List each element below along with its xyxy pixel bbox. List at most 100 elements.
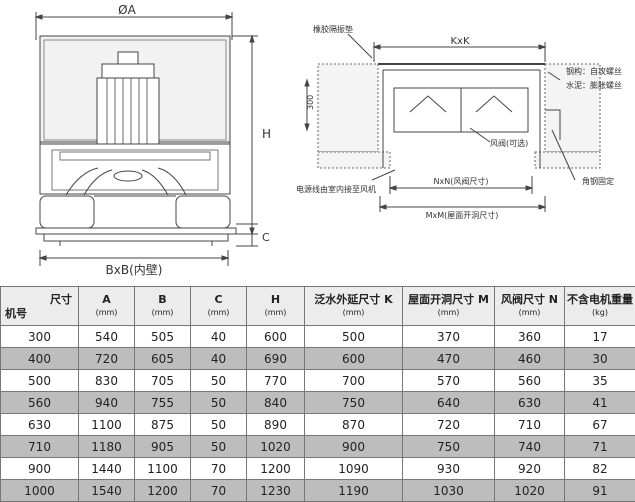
table-cell: 1200 [246, 457, 305, 480]
table-cell: 740 [494, 435, 565, 458]
table-cell: 35 [564, 369, 635, 392]
dim-c-label: C [262, 231, 270, 244]
table-cell: 370 [402, 325, 495, 348]
column-header-unit: (mm) [518, 308, 541, 317]
table-cell: 705 [134, 369, 191, 392]
table-cell: 690 [246, 347, 305, 370]
column-header: 风阀尺寸 N(mm) [494, 286, 565, 326]
table-cell: 600 [246, 325, 305, 348]
damper-note: 风阀(可选) [490, 138, 528, 148]
table-cell: 600 [304, 347, 403, 370]
table-cell: 540 [78, 325, 135, 348]
table-cell: 630 [494, 391, 565, 414]
table-cell: 840 [246, 391, 305, 414]
corner-size: 尺寸 [50, 293, 72, 306]
dim-bxb-label: BxB(内壁) [106, 262, 163, 277]
table-cell: 17 [564, 325, 635, 348]
table-cell: 470 [402, 347, 495, 370]
column-header-label: A [102, 293, 111, 306]
table-cell: 1020 [494, 479, 565, 502]
table-cell: 1230 [246, 479, 305, 502]
table-cell: 460 [494, 347, 565, 370]
table-cell: 605 [134, 347, 191, 370]
cable-note: 电源线由室内接至风机 [296, 184, 376, 194]
column-header-unit: (mm) [437, 308, 460, 317]
column-header-unit: (mm) [95, 308, 118, 317]
table-cell: 930 [402, 457, 495, 480]
table-cell: 630 [0, 413, 79, 436]
column-header-unit: (kg) [592, 308, 608, 317]
table-cell: 30 [564, 347, 635, 370]
table-cell: 91 [564, 479, 635, 502]
table-cell: 920 [494, 457, 565, 480]
table-cell: 640 [402, 391, 495, 414]
column-header: B (mm) [134, 286, 191, 326]
column-header-label: C [214, 293, 223, 306]
table-cell: 890 [246, 413, 305, 436]
table-cell: 870 [304, 413, 403, 436]
installation-section [304, 33, 601, 212]
table-cell: 560 [494, 369, 565, 392]
table-cell: 770 [246, 369, 305, 392]
table-cell: 720 [402, 413, 495, 436]
table-cell: 1190 [304, 479, 403, 502]
table-cell: 750 [304, 391, 403, 414]
table-cell: 1100 [134, 457, 191, 480]
column-header-unit: (mm) [264, 308, 287, 317]
column-header-label: B [158, 293, 167, 306]
table-cell: 500 [304, 325, 403, 348]
table-cell: 560 [0, 391, 79, 414]
dim-300-label: 300 [306, 95, 315, 110]
table-cell: 1200 [134, 479, 191, 502]
dim-kxk-label: KxK [450, 36, 469, 47]
table-cell: 1030 [402, 479, 495, 502]
table-cell: 300 [0, 325, 79, 348]
header-row: 机号 尺寸 A(mm)B(mm)C(mm)H(mm)泛水外延尺寸 K(mm)屋面… [0, 286, 635, 326]
dim-h-label: H [262, 127, 271, 141]
table-cell: 1000 [0, 479, 79, 502]
column-header: 泛水外延尺寸 K(mm) [304, 286, 403, 326]
table-cell: 67 [564, 413, 635, 436]
table-cell: 71 [564, 435, 635, 458]
table-cell: 905 [134, 435, 191, 458]
table-cell: 1440 [78, 457, 135, 480]
table-cell: 400 [0, 347, 79, 370]
dim-nxn-label: NxN(风阀尺寸) [434, 176, 489, 186]
table-cell: 900 [0, 457, 79, 480]
table-cell: 500 [0, 369, 79, 392]
table-cell: 70 [190, 479, 247, 502]
table-cell: 40 [190, 325, 247, 348]
fan-elevation [34, 12, 258, 266]
table-cell: 50 [190, 391, 247, 414]
spec-table-header: 机号 尺寸 A(mm)B(mm)C(mm)H(mm)泛水外延尺寸 K(mm)屋面… [0, 286, 635, 326]
table-cell: 1090 [304, 457, 403, 480]
table-cell: 82 [564, 457, 635, 480]
column-header: C(mm) [190, 286, 247, 326]
table-cell: 750 [402, 435, 495, 458]
table-cell: 40 [190, 347, 247, 370]
column-header: A (mm) [78, 286, 135, 326]
table-cell: 875 [134, 413, 191, 436]
gasket-note: 橡胶隔振垫 [313, 24, 353, 34]
table-cell: 755 [134, 391, 191, 414]
column-header-unit: (mm) [151, 308, 174, 317]
table-cell: 720 [78, 347, 135, 370]
table-cell: 50 [190, 369, 247, 392]
dim-a-label: ØA [118, 3, 136, 17]
table-cell: 50 [190, 435, 247, 458]
column-header-unit: (mm) [342, 308, 365, 317]
table-cell: 570 [402, 369, 495, 392]
table-cell: 505 [134, 325, 191, 348]
column-header: 屋面开洞尺寸 M(mm) [402, 286, 495, 326]
column-header-label: 不含电机重量 [567, 293, 633, 306]
table-cell: 1180 [78, 435, 135, 458]
corner-header: 机号 尺寸 [0, 286, 79, 326]
spec-table: 机号 尺寸 A(mm)B(mm)C(mm)H(mm)泛水外延尺寸 K(mm)屋面… [0, 286, 635, 502]
column-header-label: H [270, 293, 281, 306]
table-cell: 1020 [246, 435, 305, 458]
